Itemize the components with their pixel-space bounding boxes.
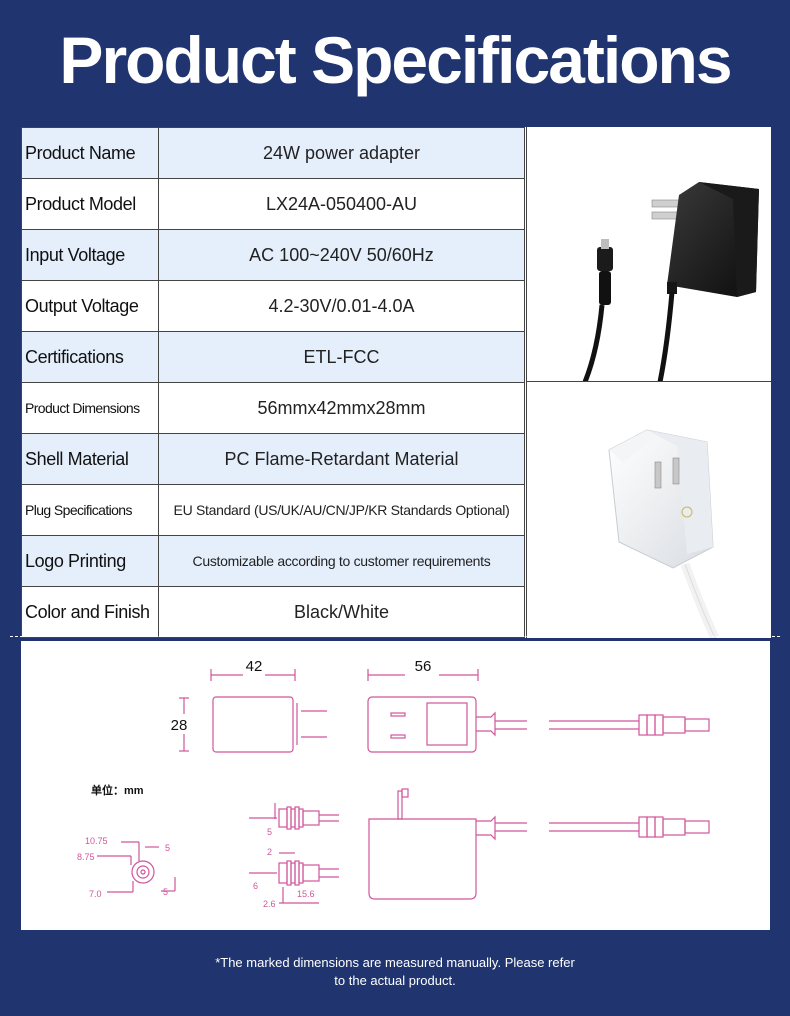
pin-dim-4: 15.6 (297, 889, 315, 899)
dimension-drawing: 42 56 28 单位：mm 10.75 8.75 7.0 5 5 5 2 6 … (77, 658, 710, 909)
spec-label: Product Model (21, 178, 159, 230)
table-row: Product Model LX24A-050400-AU (21, 178, 525, 230)
table-row: Color and Finish Black/White (21, 586, 525, 638)
pin-dim-5: 2.6 (263, 899, 276, 909)
dc-dim-c: 7.0 (89, 889, 102, 899)
length-dimension: 56 (415, 658, 432, 675)
dc-dim-a: 10.75 (85, 836, 108, 846)
dc-dim-d: 5 (165, 843, 170, 853)
spec-value: EU Standard (US/UK/AU/CN/JP/KR Standards… (158, 484, 525, 536)
spec-label: Product Dimensions (21, 382, 159, 434)
white-adapter-image (526, 382, 771, 640)
spec-value: LX24A-050400-AU (158, 178, 525, 230)
spec-value: PC Flame-Retardant Material (158, 433, 525, 485)
black-adapter-illustration (582, 182, 759, 383)
unit-label: 单位：mm (91, 783, 144, 797)
table-row: Plug Specifications EU Standard (US/UK/A… (21, 484, 525, 536)
table-row: Shell Material PC Flame-Retardant Materi… (21, 433, 525, 485)
dc-dim-b: 8.75 (77, 852, 95, 862)
black-adapter-image (526, 127, 771, 383)
table-row: Logo Printing Customizable according to … (21, 535, 525, 587)
spec-value: 24W power adapter (158, 127, 525, 179)
spec-label: Color and Finish (21, 586, 159, 638)
spec-label: Certifications (21, 331, 159, 383)
table-row: Input Voltage AC 100~240V 50/60Hz (21, 229, 525, 281)
spec-panel: Product Name 24W power adapter Product M… (21, 127, 771, 640)
spec-value: Black/White (158, 586, 525, 638)
table-row: Product Name 24W power adapter (21, 127, 525, 179)
spec-value: ETL-FCC (158, 331, 525, 383)
spec-value: AC 100~240V 50/60Hz (158, 229, 525, 281)
height-dimension: 28 (171, 717, 188, 734)
footnote-line-1: *The marked dimensions are measured manu… (215, 955, 575, 970)
footnote-line-2: to the actual product. (334, 973, 456, 988)
technical-drawing: 42 56 28 单位：mm 10.75 8.75 7.0 5 5 5 2 6 … (21, 641, 770, 930)
spec-label: Product Name (21, 127, 159, 179)
page-title: Product Specifications (59, 23, 732, 97)
dc-dim-e: 5 (163, 887, 168, 897)
spec-label: Output Voltage (21, 280, 159, 332)
spec-label: Shell Material (21, 433, 159, 485)
pin-dim-1: 5 (267, 827, 272, 837)
spec-label: Logo Printing (21, 535, 159, 587)
table-row: Product Dimensions 56mmx42mmx28mm (21, 382, 525, 434)
spec-label: Plug Specifications (21, 484, 159, 536)
spec-value: 4.2-30V/0.01-4.0A (158, 280, 525, 332)
table-row: Output Voltage 4.2-30V/0.01-4.0A (21, 280, 525, 332)
pin-dim-2: 2 (267, 847, 272, 857)
spec-value: Customizable according to customer requi… (158, 535, 525, 587)
spec-value: 56mmx42mmx28mm (158, 382, 525, 434)
width-dimension: 42 (246, 658, 263, 675)
white-adapter-illustration (608, 429, 720, 640)
pin-dim-3: 6 (253, 881, 258, 891)
spec-table: Product Name 24W power adapter Product M… (21, 127, 525, 638)
table-row: Certifications ETL-FCC (21, 331, 525, 383)
divider-line (10, 636, 780, 637)
spec-label: Input Voltage (21, 229, 159, 281)
